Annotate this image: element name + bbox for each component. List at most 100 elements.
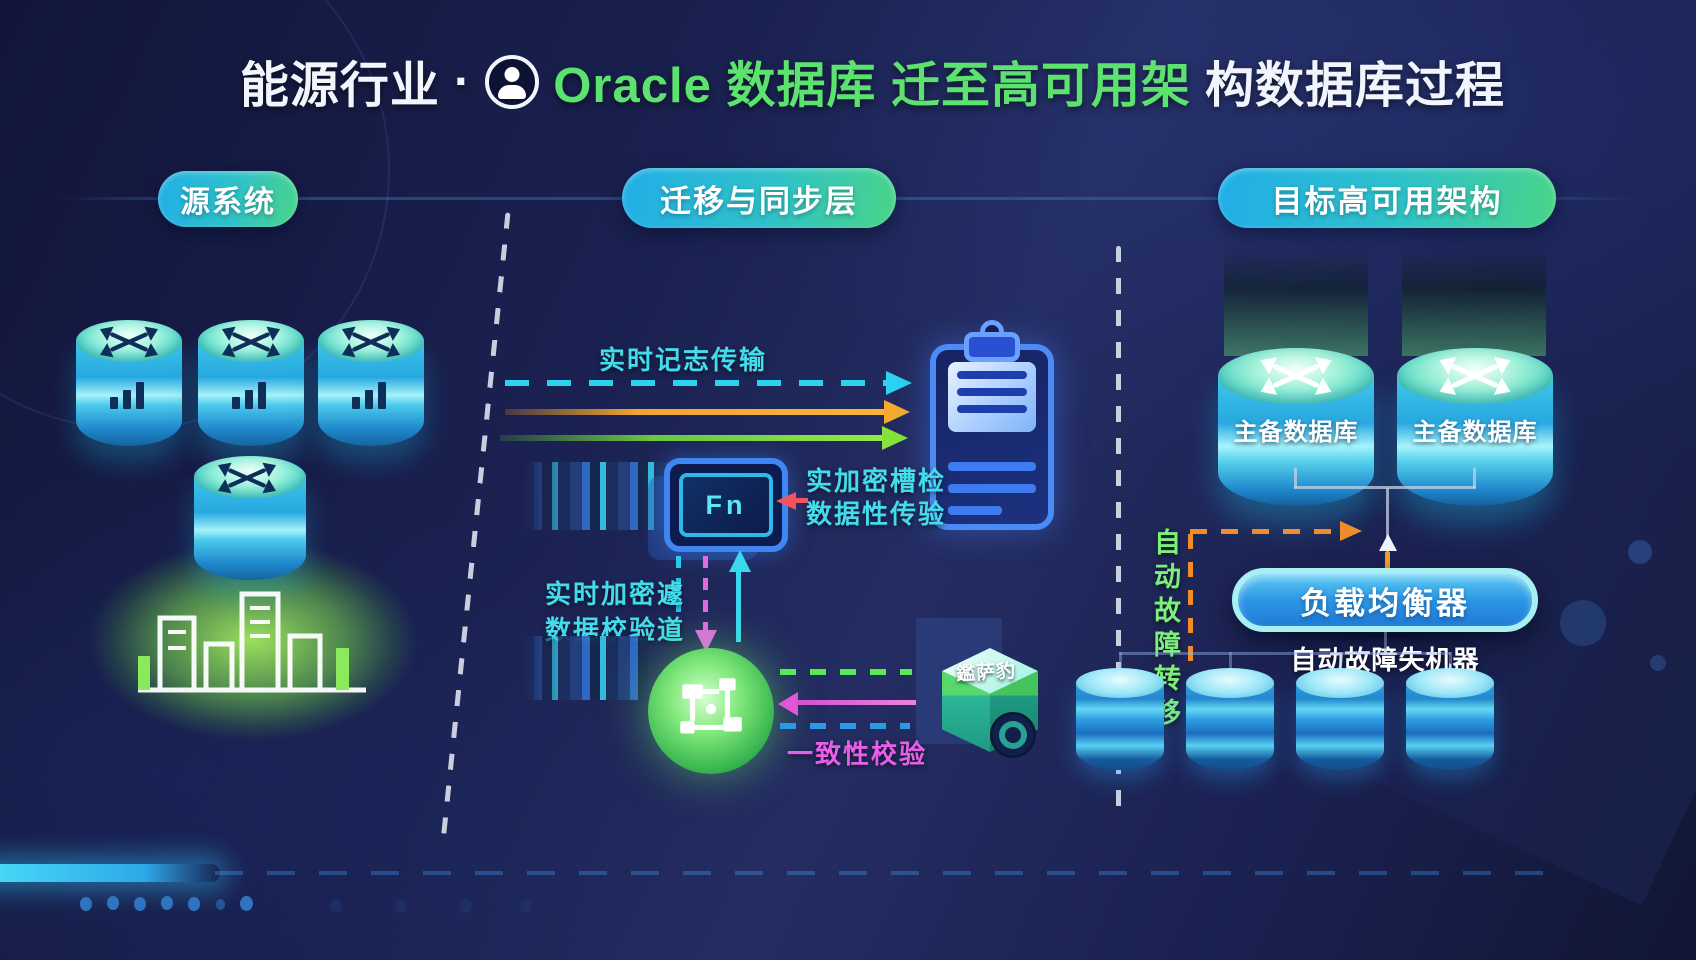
data-stream-band-1 — [522, 462, 668, 530]
device-screen: Fn — [679, 473, 773, 537]
crossed-arrows-icon — [341, 326, 401, 358]
city-skyline-icon — [138, 591, 366, 693]
standby-db-label: 主备数据库 — [1412, 419, 1538, 446]
sync-arrow-green-head — [882, 426, 908, 450]
sync-arrow-orange — [505, 409, 885, 415]
bottom-dashed-line — [215, 871, 1560, 875]
document-line — [948, 462, 1036, 471]
deco-dot — [188, 897, 200, 911]
deco-dot — [161, 896, 173, 910]
section-pill-source: 源系统 — [158, 171, 298, 227]
standby-db-cylinder: 主备数据库 — [1397, 348, 1553, 506]
bar-chart-icon — [110, 382, 144, 409]
deco-dot — [216, 899, 225, 910]
sync-engine-node — [648, 648, 774, 774]
log-transfer-label: 实时记志传输 — [598, 345, 767, 375]
cylinder-top — [1296, 668, 1384, 698]
encrypt-check-label-line1: 实加密槽检 — [806, 466, 947, 496]
load-balancer-label: 负载均衡器 — [1300, 585, 1470, 621]
storage-box-ring-icon — [990, 712, 1036, 758]
source-db-cylinder-2 — [198, 320, 304, 446]
lb-up-arrowhead — [1379, 534, 1397, 551]
consistency-dashed-blue-arrow — [780, 723, 910, 729]
crossed-arrows-icon — [221, 326, 281, 358]
lb-connector-line — [1386, 488, 1389, 570]
bottom-glow-line — [0, 864, 220, 882]
light-beam-right — [1402, 244, 1546, 356]
document-line — [948, 506, 1002, 515]
db-connector-line — [1473, 468, 1476, 488]
deco-dot-faint — [460, 899, 472, 913]
section-pill-migration: 迁移与同步层 — [622, 168, 896, 228]
crossed-arrows-icon — [217, 462, 277, 494]
document-line — [948, 484, 1036, 493]
db-connector-line — [1294, 468, 1297, 488]
encrypt-down-arrowhead — [695, 630, 717, 652]
replica-connector-line — [1229, 652, 1232, 670]
bokeh-dot — [1650, 655, 1666, 671]
replica-db-cylinder-3 — [1296, 668, 1384, 770]
clipboard-paper — [948, 362, 1036, 432]
log-transfer-arrow-dashed — [505, 380, 887, 386]
document-line — [957, 388, 1027, 396]
primary-db-cylinder: 主备数据库 — [1218, 348, 1374, 506]
verify-back-arrowhead — [776, 492, 796, 510]
failover-dashed-vertical — [1188, 534, 1193, 664]
source-db-cylinder-1 — [76, 320, 182, 446]
cylinder-top — [1186, 668, 1274, 698]
section-label-source: 源系统 — [180, 186, 276, 219]
title-suffix: 构数据库过程 — [1205, 59, 1506, 113]
source-db-cylinder-3 — [318, 320, 424, 446]
bar-chart-icon — [352, 382, 386, 409]
etl-device-icon: Fn — [664, 458, 788, 552]
section-label-migration: 迁移与同步层 — [660, 183, 858, 219]
failover-arrowhead — [1340, 521, 1362, 541]
document-line — [957, 405, 1027, 413]
document-line — [957, 371, 1027, 379]
title-highlight: Oracle 数据库 迁至高可用架 — [553, 59, 1192, 113]
deco-dot — [107, 896, 119, 910]
consistency-dashed-green-arrow — [780, 669, 912, 675]
storage-box-icon: 鑑萨豹 — [942, 648, 1038, 758]
verify-up-arrowhead — [729, 550, 751, 572]
sync-arrow-green — [500, 435, 884, 441]
data-stream-band-2 — [522, 636, 648, 700]
bar-chart-icon — [232, 382, 266, 409]
replica-connector-line — [1384, 632, 1387, 652]
realtime-encrypt-label-line1: 实时加密遽 — [545, 579, 686, 609]
deco-dot — [240, 896, 253, 911]
sync-arrow-orange-head — [884, 400, 910, 424]
panel-divider-right — [1116, 246, 1121, 822]
crossed-arrows-icon — [99, 326, 159, 358]
verify-up-arrow — [736, 570, 741, 642]
replica-connector-line — [1449, 652, 1452, 670]
source-db-cylinder-main — [194, 456, 306, 580]
bokeh-dot — [1560, 600, 1606, 646]
replica-connector-line — [1339, 652, 1342, 670]
deco-dot — [80, 897, 92, 911]
deco-dot — [134, 897, 146, 911]
db-connector-line — [1294, 486, 1476, 489]
consistency-label: 一致性校验 — [786, 739, 927, 769]
primary-db-label: 主备数据库 — [1233, 419, 1359, 446]
clipboard-clip — [964, 332, 1020, 362]
light-beam-left — [1224, 244, 1368, 356]
deco-dot-faint — [330, 899, 342, 913]
log-transfer-arrowhead — [886, 371, 912, 395]
replica-db-cylinder-4 — [1406, 668, 1494, 770]
consistency-magenta-arrowhead — [778, 692, 798, 716]
cylinder-top — [1406, 668, 1494, 698]
replica-connector-line — [1119, 652, 1451, 655]
circuit-icon — [680, 678, 742, 734]
deco-dot-faint — [520, 899, 532, 913]
section-label-target: 目标高可用架构 — [1271, 183, 1503, 219]
channel-dashed-line — [676, 556, 681, 616]
lb-orange-segment — [1385, 552, 1390, 570]
replica-db-cylinder-2 — [1186, 668, 1274, 770]
encrypt-check-label-line2: 数据性传验 — [806, 499, 947, 529]
section-pill-target: 目标高可用架构 — [1218, 168, 1556, 228]
